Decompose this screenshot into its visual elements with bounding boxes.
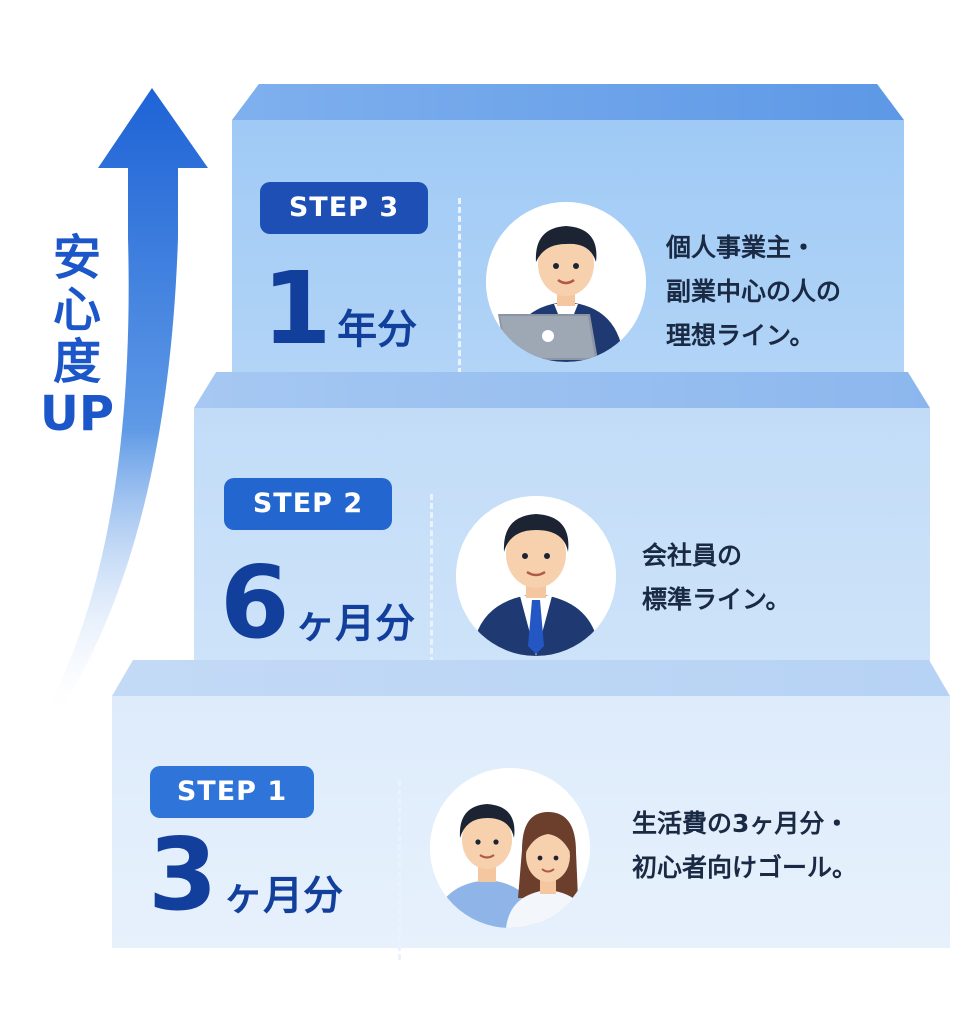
dashed-divider xyxy=(398,780,401,960)
description-line: 標準ライン。 xyxy=(642,585,791,614)
dashed-divider xyxy=(430,494,433,672)
amount-number: 3 xyxy=(148,816,218,933)
arrow-label-line: UP xyxy=(39,386,115,442)
description-line: 会社員の xyxy=(642,541,743,570)
step-top-face xyxy=(194,372,930,408)
description-line: 個人事業主・ xyxy=(666,233,817,262)
freelancer-with-laptop-icon xyxy=(486,202,646,362)
amount-unit: 年分 xyxy=(337,307,418,353)
amount-unit: ヶ月分 xyxy=(295,601,416,647)
step-badge: STEP 2 xyxy=(224,478,392,530)
office-worker-icon xyxy=(456,496,616,656)
description-line: 理想ライン。 xyxy=(666,321,815,350)
step-description: 個人事業主・ 副業中心の人の 理想ライン。 xyxy=(666,226,841,358)
step-top-face xyxy=(112,660,950,696)
step-1-block: STEP 1 3 ヶ月分 xyxy=(112,660,950,960)
dashed-divider xyxy=(458,198,461,374)
step-amount: 6 ヶ月分 xyxy=(220,544,415,661)
description-line: 副業中心の人の xyxy=(666,277,842,306)
amount-number: 6 xyxy=(220,544,290,661)
young-couple-icon xyxy=(430,768,590,928)
description-line: 初心者向けゴール。 xyxy=(632,853,858,882)
step-amount: 1 年分 xyxy=(262,250,417,367)
arrow-label-line: 度 xyxy=(52,334,101,390)
step-badge: STEP 3 xyxy=(260,182,428,234)
arrow-label: 安 心 度 UP xyxy=(38,232,116,440)
arrow-label-line: 心 xyxy=(52,282,101,338)
up-arrow-icon xyxy=(48,88,208,708)
step-top-face xyxy=(232,84,904,120)
amount-number: 1 xyxy=(262,250,332,367)
step-2-block: STEP 2 6 ヶ月分 xyxy=(194,372,930,672)
step-description: 生活費の3ヶ月分・ 初心者向けゴール。 xyxy=(632,802,857,890)
step-front-face: STEP 2 6 ヶ月分 xyxy=(194,408,930,672)
step-description: 会社員の 標準ライン。 xyxy=(642,534,791,622)
amount-unit: ヶ月分 xyxy=(223,873,344,919)
arrow-label-line: 安 xyxy=(52,230,101,286)
step-amount: 3 ヶ月分 xyxy=(148,816,343,933)
description-line: 生活費の3ヶ月分・ xyxy=(632,809,850,838)
step-3-block: STEP 3 1 年分 xyxy=(232,84,904,376)
step-front-face: STEP 1 3 ヶ月分 xyxy=(112,696,950,960)
step-front-face: STEP 3 1 年分 xyxy=(232,120,904,376)
step-badge: STEP 1 xyxy=(150,766,314,818)
